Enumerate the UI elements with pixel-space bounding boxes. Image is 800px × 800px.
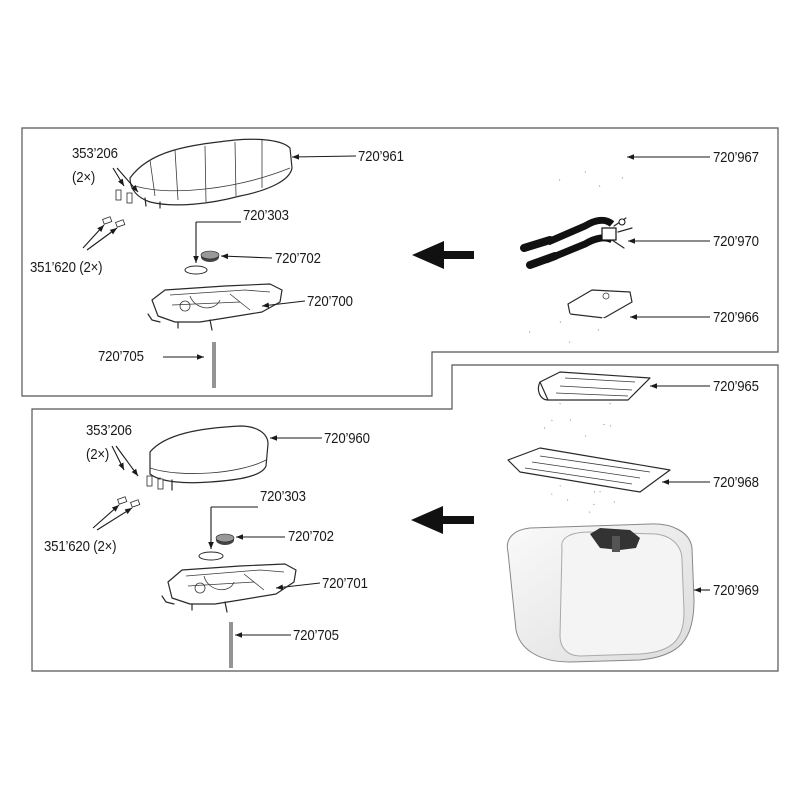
label-720701: 720’701 (322, 575, 368, 592)
label-720705-top: 720’705 (98, 348, 144, 365)
label-353206-qty-top: (2×) (72, 169, 96, 186)
base-720701-drawing (161, 563, 297, 613)
label-720968: 720’968 (713, 474, 759, 491)
label-720965: 720’965 (713, 378, 759, 395)
cap-720702-bottom (215, 533, 235, 545)
label-720967: 720’967 (713, 149, 759, 166)
washer-720303-bottom (198, 551, 224, 561)
topcase-720969-drawing (506, 523, 695, 663)
label-720303-top: 720’303 (243, 207, 289, 224)
cap-720702-top (200, 250, 220, 262)
label-720303-bottom: 720’303 (260, 488, 306, 505)
label-353206-top: 353’206 (72, 145, 118, 162)
bottom-panel-frame (31, 364, 779, 672)
handle-720970-drawing (520, 216, 633, 269)
label-353206-qty-bottom: (2×) (86, 446, 110, 463)
bolts-353206-bottom (146, 475, 164, 490)
label-351620-top: 351’620 (2×) (30, 259, 103, 276)
label-720970: 720’970 (713, 233, 759, 250)
label-720700: 720’700 (307, 293, 353, 310)
label-720702-bottom: 720’702 (288, 528, 334, 545)
handle-720967-drawing (559, 133, 633, 189)
base-720700-drawing (147, 283, 283, 331)
rack-720968-drawing (507, 447, 671, 515)
direction-arrow-top (412, 241, 474, 269)
bolts-353206-top (115, 189, 133, 204)
screws-351620-bottom (117, 496, 141, 508)
seat-720961-drawing (129, 138, 293, 209)
rack-720966-drawing (529, 289, 633, 345)
top-panel-frame (21, 127, 779, 397)
washer-720303-top (184, 265, 208, 275)
rack-720965-drawing (537, 371, 651, 439)
label-720969: 720’969 (713, 582, 759, 599)
direction-arrow-bottom (411, 506, 474, 534)
seat-720960-drawing (149, 425, 269, 491)
screws-351620-top (102, 216, 126, 228)
label-720966: 720’966 (713, 309, 759, 326)
label-720702-top: 720’702 (275, 250, 321, 267)
label-720705-bottom: 720’705 (293, 627, 339, 644)
label-720960: 720’960 (324, 430, 370, 447)
label-353206-bottom: 353’206 (86, 422, 132, 439)
label-720961: 720’961 (358, 148, 404, 165)
label-351620-bottom: 351’620 (2×) (44, 538, 117, 555)
